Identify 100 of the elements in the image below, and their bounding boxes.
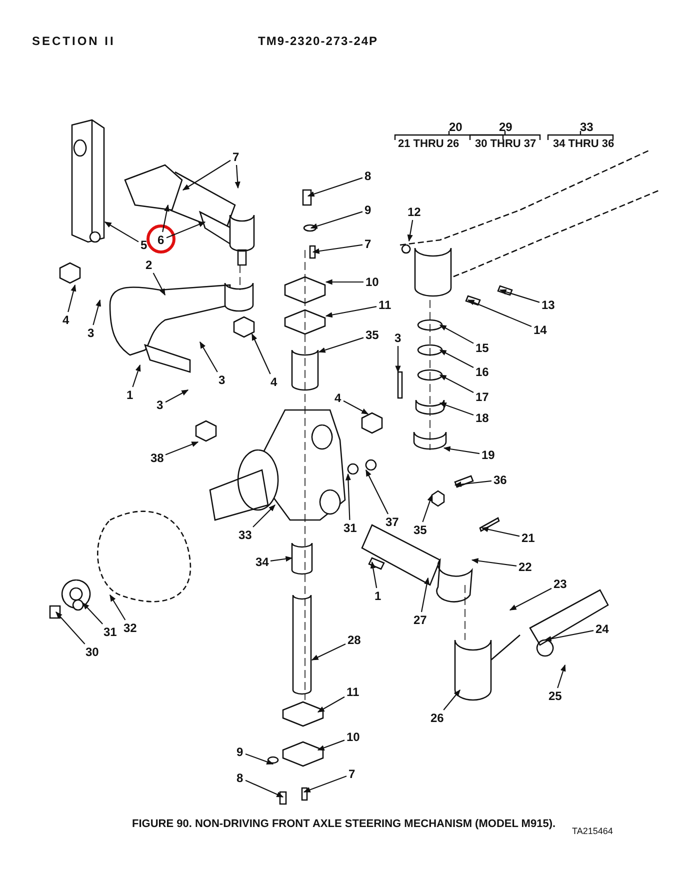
callout-number: 33 bbox=[238, 528, 253, 542]
callout-number: 3 bbox=[86, 326, 96, 340]
leader-line bbox=[307, 177, 363, 197]
callout-number: 31 bbox=[342, 521, 358, 535]
leader-line bbox=[395, 346, 401, 373]
group-range: 34 THRU 36 bbox=[553, 138, 614, 150]
leader-line bbox=[165, 390, 189, 403]
callout-number: 1 bbox=[126, 388, 134, 402]
callout-number: 17 bbox=[474, 390, 490, 404]
leader-line bbox=[345, 473, 352, 520]
leader-line bbox=[311, 644, 346, 660]
callout-number: 23 bbox=[552, 577, 568, 591]
leader-line bbox=[82, 602, 103, 624]
callout-number: 35 bbox=[412, 523, 428, 537]
leader-line bbox=[420, 577, 430, 612]
leader-line bbox=[370, 561, 378, 588]
figure-caption: FIGURE 90. NON-DRIVING FRONT AXLE STEERING MECHANISM (MODEL M915). bbox=[132, 818, 556, 830]
leader-line bbox=[343, 400, 369, 414]
leader-line bbox=[270, 556, 293, 562]
leader-line bbox=[318, 337, 364, 353]
callout-number: 11 bbox=[378, 298, 392, 312]
leader-line bbox=[234, 164, 240, 189]
group-number: 29 bbox=[499, 120, 512, 134]
leader-line bbox=[104, 222, 139, 242]
callout-number: 7 bbox=[348, 767, 356, 781]
callout-number: 34 bbox=[254, 555, 270, 569]
callout-number: 21 bbox=[520, 531, 536, 545]
leader-line bbox=[467, 300, 532, 327]
group-number: 20 bbox=[449, 120, 462, 134]
leader-line bbox=[325, 279, 364, 285]
leader-line bbox=[252, 504, 276, 528]
callout-number: 38 bbox=[150, 451, 165, 465]
callout-number: 7 bbox=[364, 237, 372, 251]
leader-line bbox=[443, 689, 460, 710]
callout-number: 4 bbox=[270, 375, 278, 389]
callout-number: 25 bbox=[548, 689, 563, 703]
leader-line bbox=[422, 494, 433, 522]
leader-line bbox=[439, 324, 474, 344]
leader-line bbox=[509, 588, 552, 610]
callout-number: 6 bbox=[156, 233, 166, 247]
leader-line bbox=[110, 594, 126, 620]
leader-line bbox=[310, 211, 363, 229]
drawing-number: TA215464 bbox=[572, 826, 613, 836]
group-range: 21 THRU 26 bbox=[398, 138, 460, 150]
callout-number: 22 bbox=[518, 560, 533, 574]
leader-line bbox=[407, 220, 414, 242]
callout-number: 3 bbox=[156, 398, 164, 412]
callout-number: 35 bbox=[364, 328, 380, 342]
callout-number: 2 bbox=[144, 258, 154, 272]
callout-number: 8 bbox=[236, 771, 244, 785]
callout-number: 8 bbox=[364, 169, 372, 183]
callout-number: 1 bbox=[374, 589, 382, 603]
leader-line bbox=[68, 284, 76, 312]
section-heading: SECTION II bbox=[32, 34, 116, 48]
callout-number: 37 bbox=[384, 515, 400, 529]
leader-line bbox=[544, 630, 594, 642]
leader-line bbox=[439, 374, 474, 393]
callout-number: 26 bbox=[430, 711, 445, 725]
leader-line bbox=[152, 272, 166, 296]
leader-line bbox=[439, 402, 474, 416]
leader-line bbox=[317, 696, 345, 712]
callout-number: 18 bbox=[474, 411, 490, 425]
leader-line bbox=[443, 446, 480, 454]
callout-number: 15 bbox=[474, 341, 490, 355]
callout-number: 9 bbox=[236, 745, 244, 759]
leader-line bbox=[56, 611, 86, 644]
callout-number: 9 bbox=[364, 203, 372, 217]
callout-number: 32 bbox=[122, 621, 138, 635]
manual-number: TM9-2320-273-24P bbox=[258, 34, 378, 48]
callout-number: 10 bbox=[346, 730, 361, 744]
leader-line bbox=[132, 364, 141, 388]
callout-number: 28 bbox=[346, 633, 362, 647]
leader-line bbox=[245, 780, 284, 798]
group-range: 30 THRU 37 bbox=[475, 138, 536, 150]
leader-line bbox=[166, 222, 206, 238]
leader-line bbox=[557, 664, 566, 688]
leader-line bbox=[245, 753, 274, 765]
callout-number: 3 bbox=[394, 331, 402, 345]
callout-number: 16 bbox=[474, 365, 490, 379]
leader-line bbox=[454, 480, 492, 488]
callout-number: 4 bbox=[62, 313, 70, 327]
callout-number: 3 bbox=[218, 373, 226, 387]
callout-number: 19 bbox=[480, 448, 496, 462]
leader-line bbox=[325, 306, 377, 318]
callout-number: 30 bbox=[84, 645, 100, 659]
callout-number: 10 bbox=[364, 275, 380, 289]
leader-line bbox=[439, 350, 474, 368]
leader-line bbox=[312, 244, 363, 254]
leader-line bbox=[366, 469, 388, 514]
callout-number: 7 bbox=[232, 150, 240, 164]
callout-number: 13 bbox=[540, 298, 556, 312]
leader-line bbox=[182, 160, 231, 190]
leader-line bbox=[165, 441, 199, 456]
leader-line bbox=[499, 289, 540, 303]
callout-number: 24 bbox=[594, 622, 610, 636]
leader-line bbox=[317, 740, 345, 751]
callout-number: 11 bbox=[346, 685, 360, 699]
leader-line bbox=[92, 299, 102, 326]
leader-line bbox=[481, 526, 520, 537]
callout-number: 27 bbox=[412, 613, 428, 627]
